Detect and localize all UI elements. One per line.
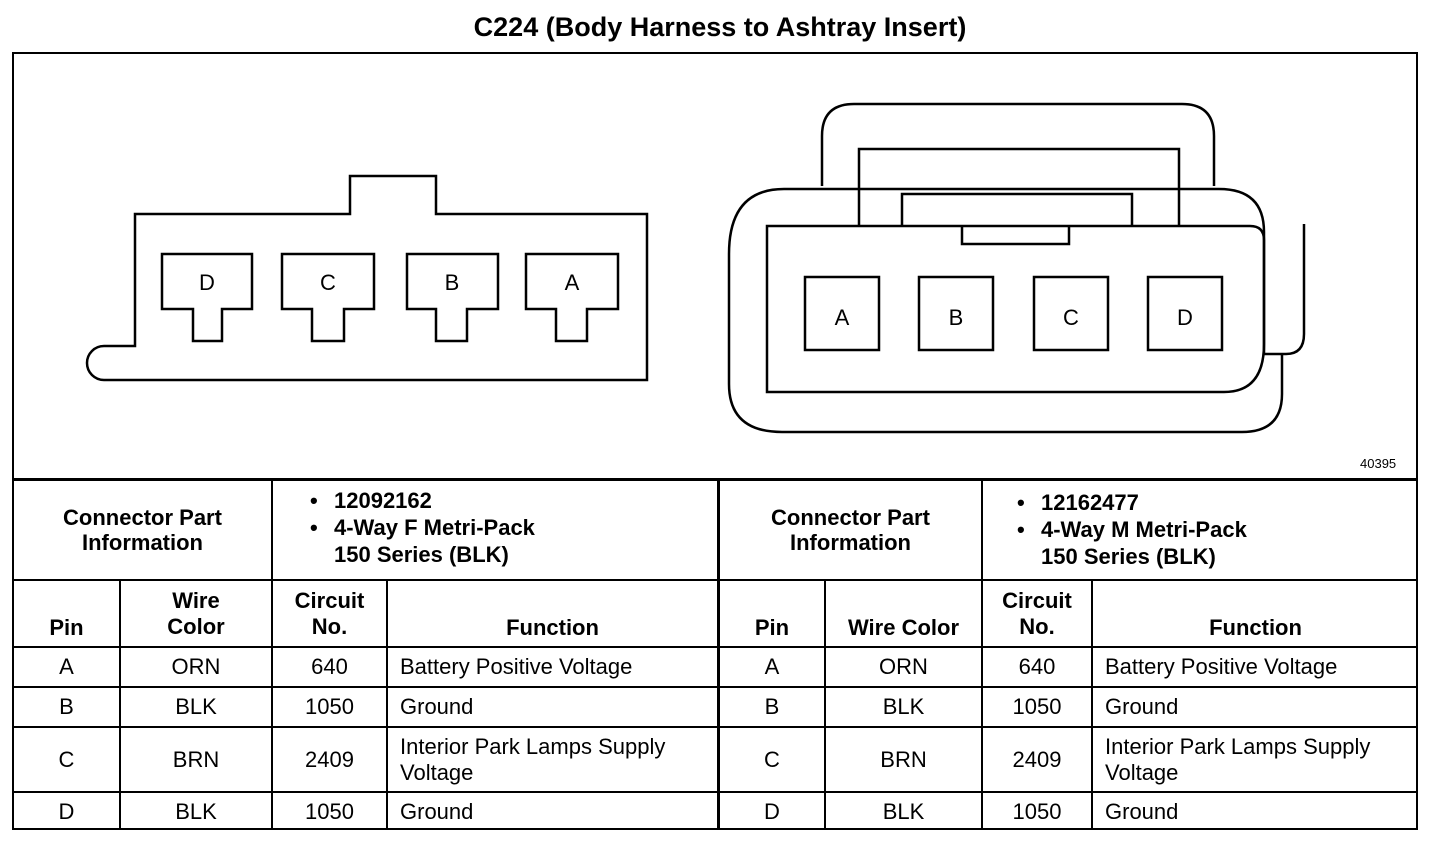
left-row-circuit: 1050: [305, 694, 354, 720]
left-connector-body: [85, 174, 649, 382]
right-row-circuit: 640: [1018, 654, 1056, 680]
right-header-pin: Pin: [754, 614, 790, 640]
connector-drawing: D C B A A B C D: [85, 102, 1306, 434]
left-row-function: Battery Positive Voltage: [400, 654, 633, 680]
left-row-pin: C: [58, 746, 75, 772]
right-connector-terminals: [803, 275, 1224, 352]
left-row-circuit: 640: [311, 654, 348, 680]
left-row-function: Ground: [400, 694, 474, 720]
table-rule: [14, 579, 1418, 581]
right-row-function: Ground: [1105, 694, 1179, 720]
table-col-rule: [119, 580, 121, 830]
left-part-details: • 12092162 • 4-Way F Metri-Pack 150 Series…: [310, 487, 535, 568]
bullet-icon: •: [1017, 517, 1025, 542]
left-row-wire-color: BLK: [175, 694, 217, 720]
right-part-details: • 12162477 • 4-Way M Metri-Pack 150 Series…: [1017, 489, 1247, 570]
left-row-circuit: 1050: [305, 798, 354, 824]
right-pin-label: A: [835, 305, 850, 330]
right-row-pin: A: [764, 654, 780, 680]
bullet-icon: •: [310, 488, 318, 513]
right-row-function: Battery Positive Voltage: [1105, 654, 1338, 680]
right-pin-label: D: [1177, 305, 1193, 330]
left-row-function: Interior Park Lamps Supply Voltage: [400, 734, 666, 785]
left-row-wire-color: BLK: [175, 798, 217, 824]
left-part-series: 150 Series (BLK): [334, 542, 509, 567]
table-top-rule: [14, 478, 1418, 481]
right-part-info-label: Connector Part Information: [771, 504, 930, 555]
table-col-rule: [981, 479, 983, 830]
right-pin-label: C: [1063, 305, 1079, 330]
left-header-pin: Pin: [49, 614, 84, 640]
left-row-pin: B: [59, 694, 74, 720]
left-pin-label: B: [445, 270, 460, 295]
left-row-pin: D: [58, 798, 75, 824]
right-row-pin: D: [764, 798, 780, 824]
left-header-function: Function: [506, 614, 599, 640]
diagram-title: C224 (Body Harness to Ashtray Insert): [473, 12, 967, 42]
right-header-wire-color: Wire Color: [847, 614, 960, 640]
left-row-wire-color: BRN: [172, 746, 220, 772]
right-row-wire-color: ORN: [879, 654, 928, 680]
right-row-circuit: 2409: [1012, 746, 1062, 772]
right-row-pin: B: [764, 694, 780, 720]
right-row-function: Ground: [1105, 798, 1179, 824]
left-connector-cavities: [160, 252, 620, 343]
right-pin-label: B: [949, 305, 964, 330]
bullet-icon: •: [1017, 490, 1025, 515]
left-row-wire-color: ORN: [171, 654, 221, 680]
figure-number: 40395: [1360, 456, 1397, 471]
left-part-number: 12092162: [334, 488, 432, 513]
table-col-rule: [824, 580, 826, 830]
table-rule: [14, 791, 1418, 793]
left-header-wire-color: Wire Color: [167, 588, 225, 639]
right-header-function: Function: [1209, 614, 1302, 640]
table-col-rule: [271, 479, 273, 830]
right-row-circuit: 1050: [1012, 798, 1062, 824]
table-col-rule: [717, 479, 720, 830]
left-part-description: 4-Way F Metri-Pack: [334, 515, 535, 540]
left-row-function: Ground: [400, 798, 474, 824]
right-row-wire-color: BRN: [880, 746, 927, 772]
right-row-pin: C: [764, 746, 780, 772]
bullet-icon: •: [310, 515, 318, 540]
left-row-circuit: 2409: [305, 746, 354, 772]
table-col-rule: [386, 580, 388, 830]
right-row-circuit: 1050: [1012, 694, 1062, 720]
right-row-function: Interior Park Lamps Supply Voltage: [1105, 734, 1371, 785]
table-rule: [14, 726, 1418, 728]
left-pin-label: A: [565, 270, 580, 295]
table-rule: [14, 646, 1418, 648]
left-part-info-label: Connector Part Information: [63, 504, 222, 555]
right-part-number: 12162477: [1041, 490, 1139, 515]
table-col-rule: [1091, 580, 1093, 830]
right-connector-body: [727, 102, 1306, 434]
right-header-circuit: Circuit No.: [1002, 588, 1072, 639]
table-rule: [14, 686, 1418, 688]
right-row-wire-color: BLK: [882, 694, 925, 720]
right-part-series: 150 Series (BLK): [1041, 544, 1216, 569]
right-row-wire-color: BLK: [882, 798, 925, 824]
left-pin-label: C: [320, 270, 336, 295]
left-header-circuit: Circuit No.: [294, 588, 365, 639]
right-part-description: 4-Way M Metri-Pack: [1041, 517, 1247, 542]
diagram-frame: D C B A A B C D 40395 Connector Part Inf…: [12, 52, 1418, 830]
left-pin-label: D: [199, 270, 215, 295]
left-row-pin: A: [59, 654, 74, 680]
